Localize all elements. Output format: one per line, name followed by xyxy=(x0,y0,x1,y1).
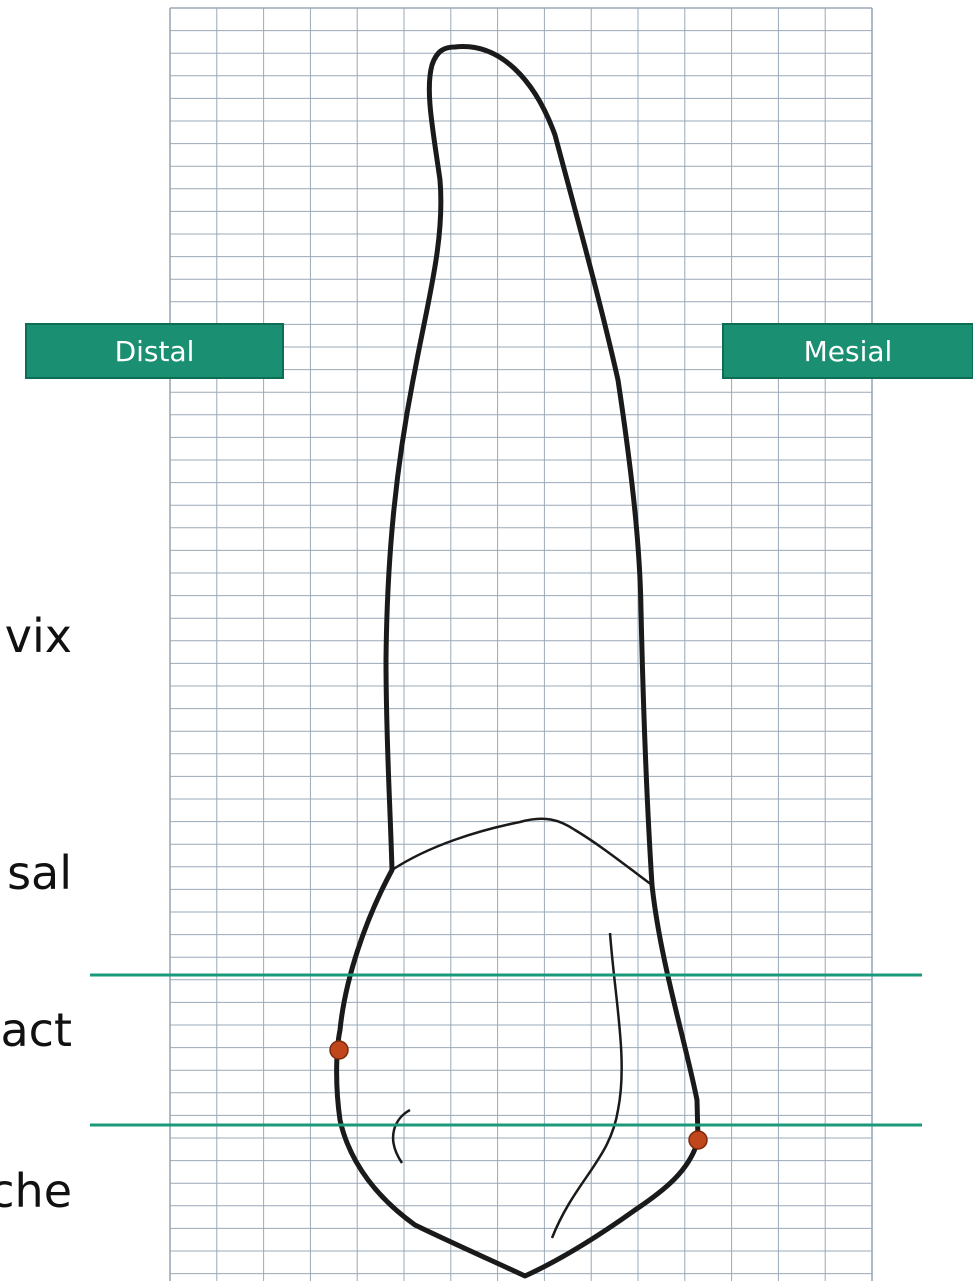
cervical-line xyxy=(391,817,653,887)
crown-ridge-line xyxy=(550,932,623,1239)
mesial-label: Mesial xyxy=(722,323,973,379)
tooth-outline xyxy=(334,44,701,1279)
cut-off-text-3: act xyxy=(0,1007,72,1053)
distal-label: Distal xyxy=(25,323,284,379)
cut-off-text-1: vix: xyxy=(0,613,72,659)
distal-contact-point-icon xyxy=(329,1040,349,1060)
crown-fossa-line xyxy=(391,1108,411,1164)
measurement-grid xyxy=(169,7,873,1281)
grid-background xyxy=(170,8,872,1281)
cut-off-text-4: che xyxy=(0,1168,72,1214)
cut-off-text-2: sal xyxy=(7,850,72,896)
mesial-contact-point-icon xyxy=(688,1130,708,1150)
